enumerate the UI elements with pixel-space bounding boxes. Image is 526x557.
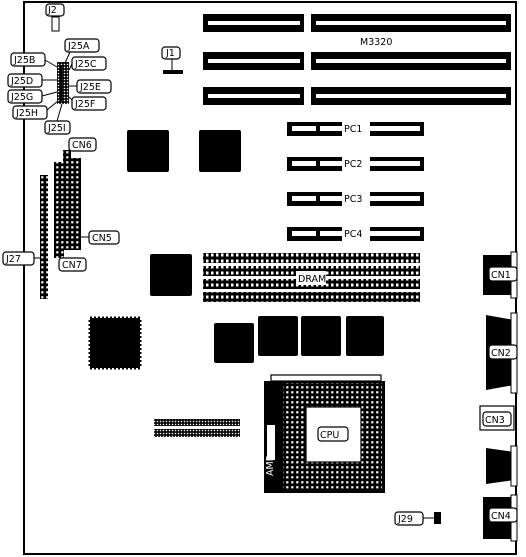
j1-jumper: J1 [161, 46, 183, 74]
cn3-connector: CN3 [479, 405, 515, 431]
svg-text:CN5: CN5 [92, 233, 112, 244]
cn1-connector: CN1 [483, 251, 518, 299]
j27-jumper: J27 [2, 175, 48, 299]
cn7-connector: CN7 [54, 162, 87, 272]
svg-text:PC3: PC3 [344, 194, 362, 205]
j25h-jumper: J25H [12, 100, 59, 120]
pci-slot-4: PC4 [287, 227, 424, 241]
svg-text:CN7: CN7 [62, 260, 82, 271]
cn5-connector: CN5 [71, 158, 120, 250]
pci-slot-2: PC2 [287, 157, 424, 171]
j25f-jumper: J25F [68, 96, 107, 111]
j29-jumper: J29 [394, 511, 441, 526]
svg-text:J25G: J25G [10, 92, 33, 103]
j25-jumper-block [57, 62, 69, 104]
svg-text:J25A: J25A [67, 41, 90, 52]
svg-text:J25I: J25I [47, 123, 66, 134]
cn6-connector: CN6 [63, 137, 97, 250]
svg-text:PC4: PC4 [344, 229, 362, 240]
cn2-connector: CN2 [486, 312, 518, 394]
j25c-jumper: J25C [68, 56, 107, 71]
svg-text:J25H: J25H [15, 108, 38, 119]
cn4-connector: CN4 [483, 494, 518, 542]
svg-text:J27: J27 [5, 254, 21, 265]
svg-text:CN1: CN1 [491, 270, 511, 281]
svg-text:J25F: J25F [74, 99, 95, 110]
svg-text:PC1: PC1 [344, 124, 362, 135]
cpu-socket: CPU AMP [264, 374, 385, 493]
j2-jumper: J2 [45, 3, 65, 32]
chips [88, 130, 384, 370]
j1-label: J1 [165, 48, 175, 59]
j25g-jumper: J25G [7, 89, 58, 104]
svg-text:CN4: CN4 [491, 511, 511, 522]
isa-slots [203, 14, 511, 105]
svg-text:J25C: J25C [74, 59, 97, 70]
svg-text:CN3: CN3 [485, 415, 505, 426]
j25d-jumper: J25D [7, 73, 57, 88]
j25i-jumper: J25I [44, 103, 71, 135]
j25a-jumper: J25A [64, 38, 100, 64]
game-port-connector [486, 445, 518, 487]
j2-label: J2 [47, 5, 57, 16]
cpu-label: CPU [320, 430, 339, 441]
board-model-label: M3320 [360, 37, 392, 48]
amp-label: AMP [265, 455, 276, 476]
j25e-jumper: J25E [69, 79, 112, 94]
svg-text:J25B: J25B [13, 55, 35, 66]
pci-slot-1: PC1 [287, 122, 424, 136]
svg-text:CN2: CN2 [491, 348, 511, 359]
svg-text:CN6: CN6 [72, 140, 92, 151]
pci-slot-3: PC3 [287, 192, 424, 206]
dram-sockets: DRAM [203, 253, 420, 302]
svg-text:J25D: J25D [10, 76, 33, 87]
j25b-jumper: J25B [10, 52, 58, 68]
svg-text:PC2: PC2 [344, 159, 362, 170]
dram-label: DRAM [298, 274, 326, 285]
svg-text:J25E: J25E [79, 82, 101, 93]
dip-switch-bank [154, 419, 240, 437]
svg-text:J29: J29 [397, 514, 413, 525]
